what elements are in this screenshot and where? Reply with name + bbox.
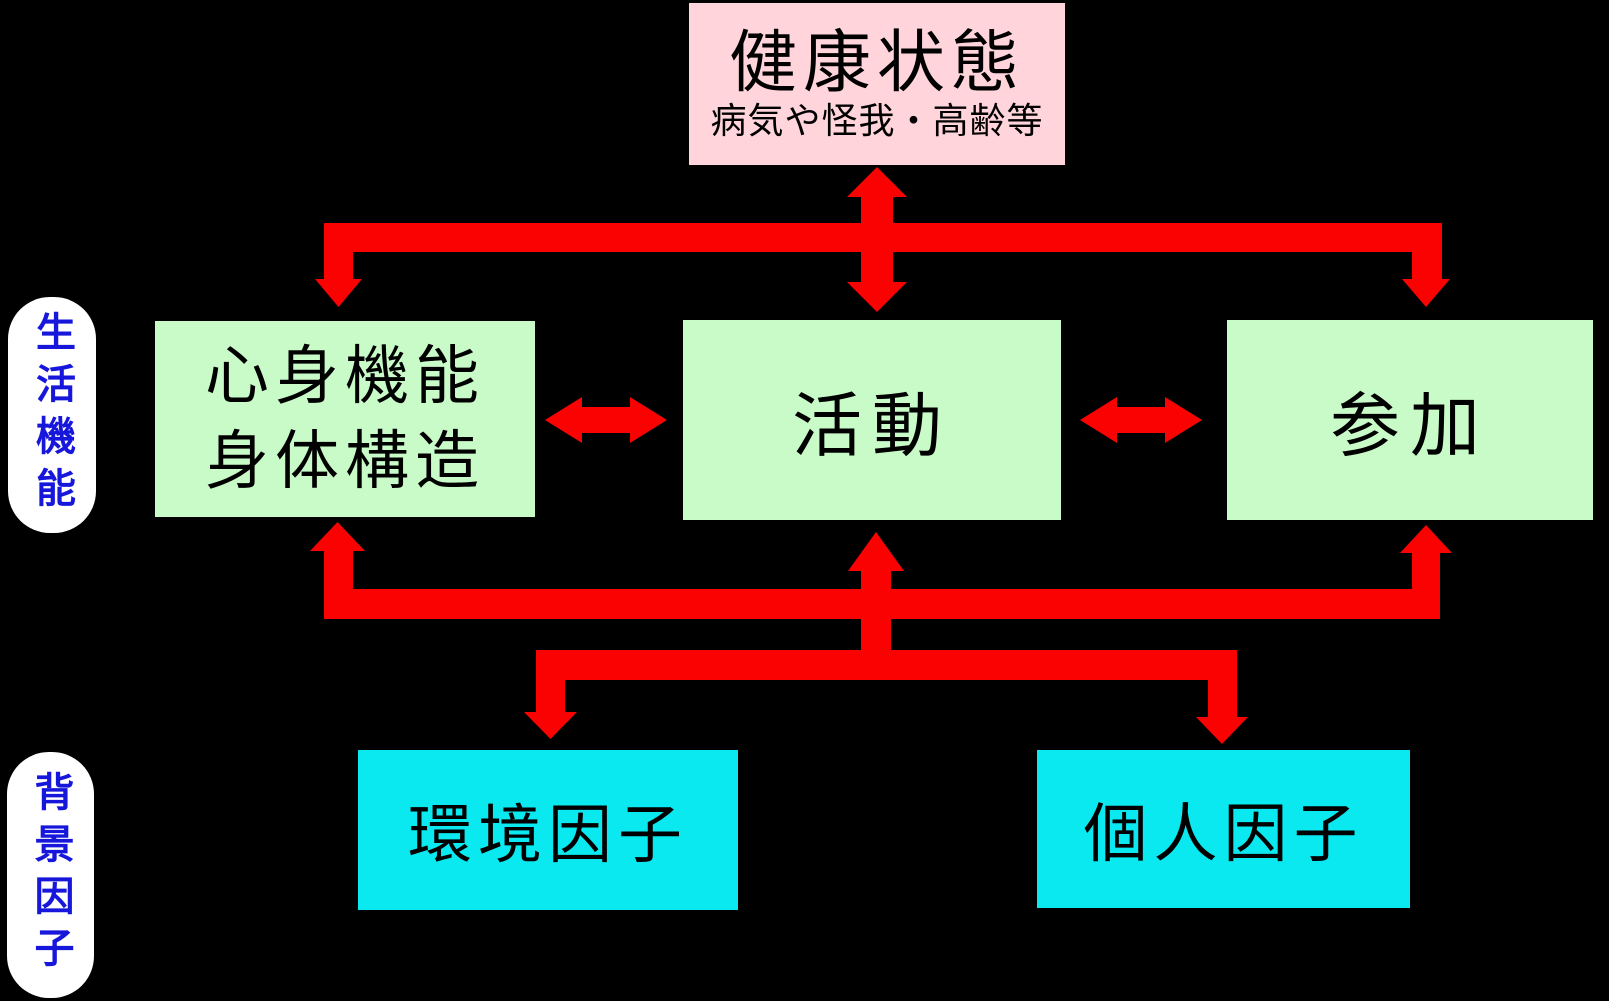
participation-label: 参加 [1330,386,1490,465]
life-functions-pill: 生活機能 [8,297,96,533]
arrow-to-background-factors [524,650,1248,744]
left-arrowhead [1080,397,1117,443]
stem [578,407,634,433]
body-functions-line1: 心身機能 [205,339,485,412]
mid-bar-right-arrowhead [1400,525,1452,553]
lower-bar [536,650,1237,680]
participation-box: 参加 [1227,320,1593,520]
down-arrowhead [847,282,907,312]
up-arrowhead [847,167,907,197]
vertical-stem [861,193,893,285]
background-factors-pill: 背景因子 [7,752,94,998]
activity-label: 活動 [792,386,952,465]
mid-bar-right-stem [1412,551,1440,589]
mid-bar-left-arrowhead [310,522,365,551]
health-condition-title: 健康状態 [728,24,1025,101]
activity-box: 活動 [683,320,1061,520]
body-functions-line2: 身体構造 [205,425,485,497]
lower-bar-right-stem [1208,680,1237,718]
environmental-factors-label: 環境因子 [408,799,688,871]
arrow-activity-participation [1080,397,1202,443]
personal-factors-box: 個人因子 [1037,750,1410,908]
top-bar-left-arrowhead [315,279,362,307]
environmental-factors-box: 環境因子 [358,750,738,910]
lower-bar-left-arrowhead [524,712,577,739]
left-arrowhead [545,397,582,443]
top-bar-left-stem [324,252,353,279]
right-arrowhead [630,397,667,443]
top-bar-right-stem [1412,252,1442,279]
right-arrowhead [1165,397,1202,443]
stem [1113,407,1169,433]
body-functions-box: 心身機能 身体構造 [155,321,535,517]
arrow-factors-to-life-functions [310,522,1452,650]
top-bar-right-arrowhead [1402,279,1450,307]
center-riser [861,569,891,650]
personal-factors-label: 個人因子 [1083,798,1364,870]
arrow-health-activity [847,167,907,312]
health-condition-subtitle: 病気や怪我・高齢等 [710,99,1044,141]
lower-bar-right-arrowhead [1196,717,1248,744]
arrow-body-activity [545,397,667,443]
mid-bar-left-stem [324,549,353,589]
lower-bar-left-stem [536,680,565,713]
health-condition-box: 健康状態 病気や怪我・高齢等 [689,3,1065,165]
center-up-arrowhead [848,532,904,571]
